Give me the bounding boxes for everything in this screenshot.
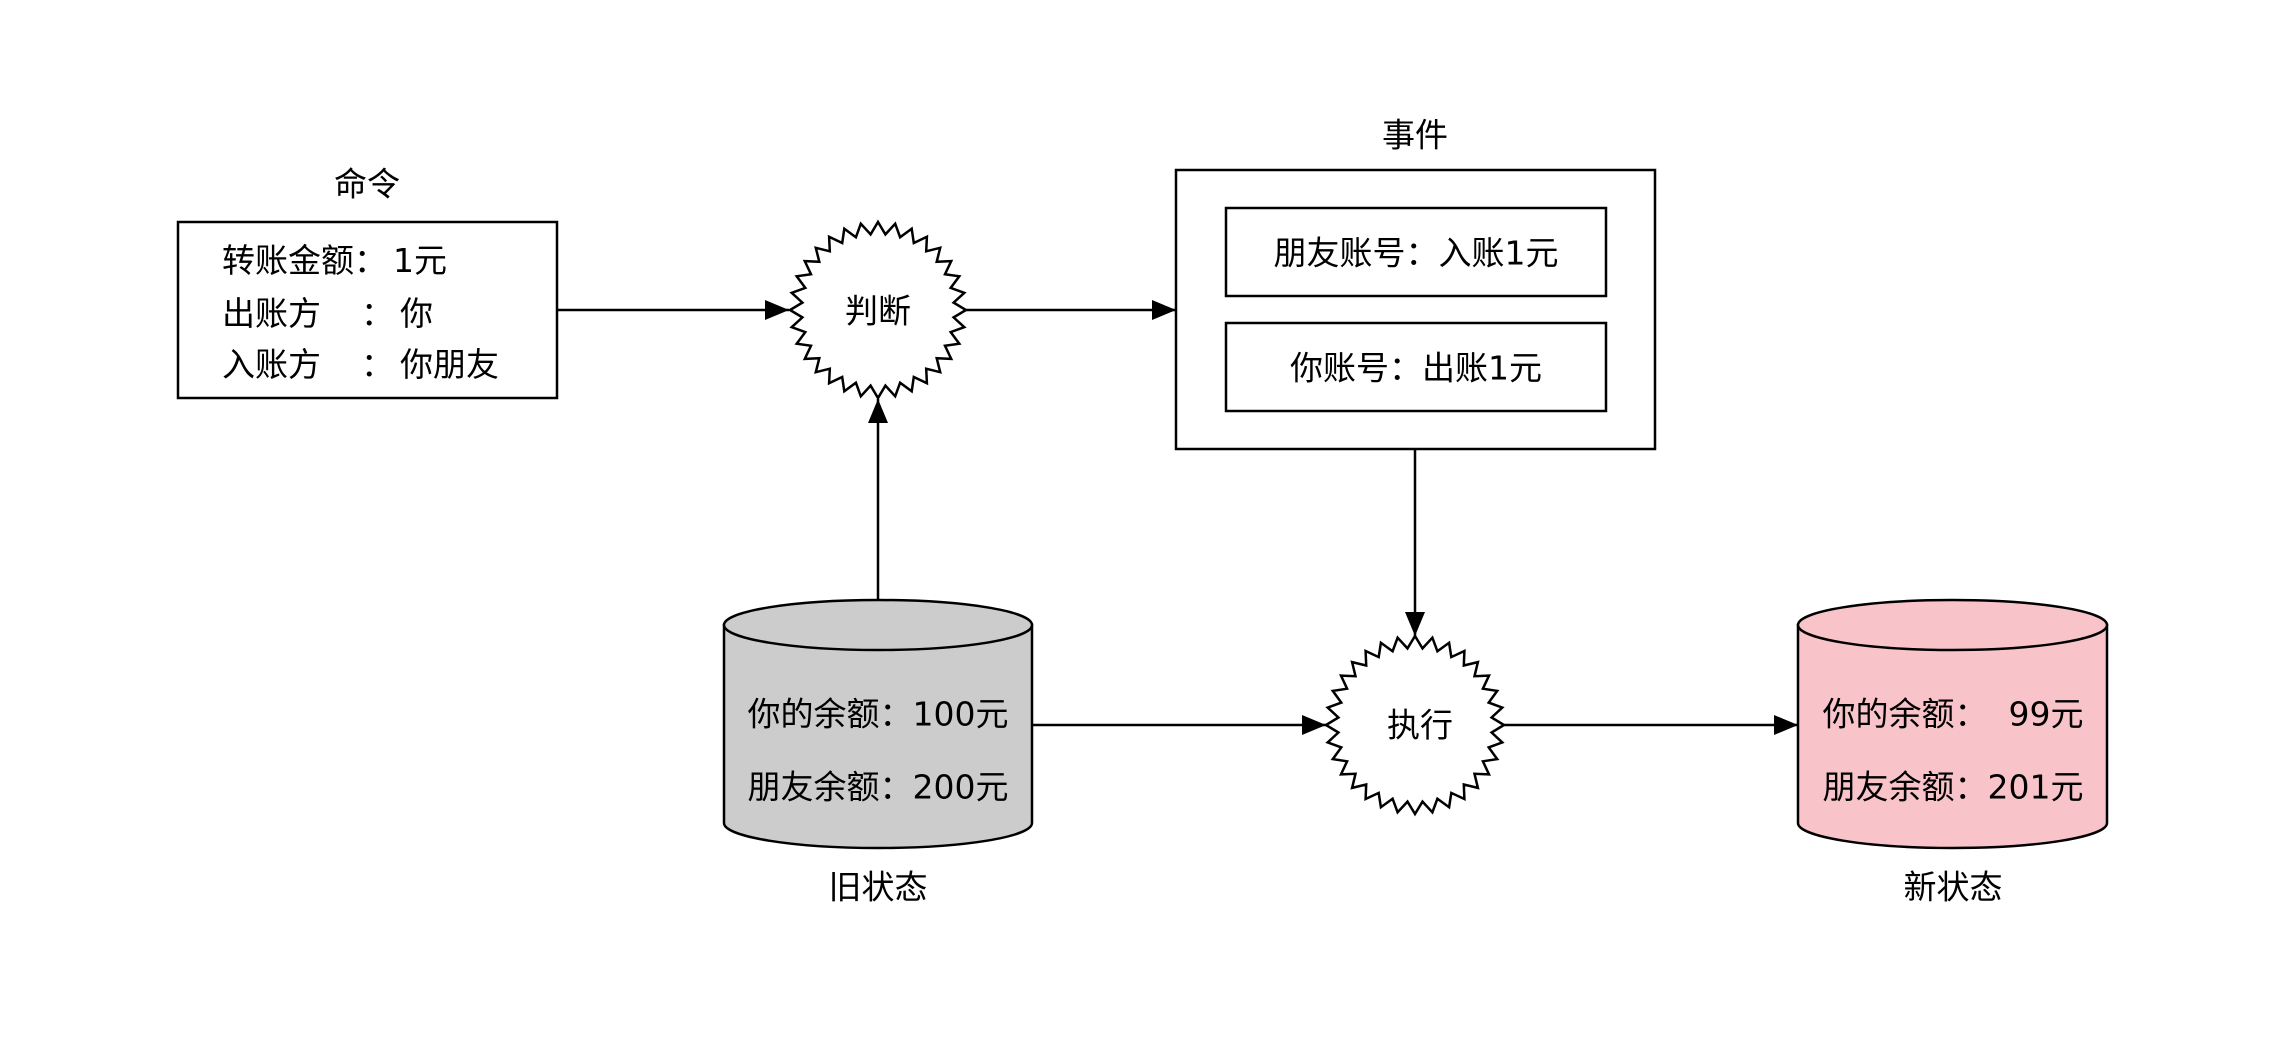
command-row-key: 出账方 — [222, 294, 321, 333]
new-state-title: 新状态 — [1903, 867, 2003, 907]
old-state-title: 旧状态 — [828, 867, 928, 907]
command-row-sep: ： — [354, 241, 387, 280]
judge-starburst[interactable] — [787, 219, 969, 401]
command-row-sep: ： — [361, 294, 394, 333]
event-item-1: 朋友账号：入账1元 — [1273, 233, 1559, 273]
event-item-box-1[interactable] — [1224, 206, 1608, 298]
command-row-value: 1元 — [393, 241, 447, 280]
event-title: 事件 — [1382, 115, 1448, 155]
command-row-key: 入账方 — [222, 345, 321, 384]
execute-label: 执行 — [1387, 705, 1453, 745]
old-state-line-1: 你的余额：100元 — [747, 694, 1009, 734]
command-row: 转账金额：1元 — [222, 244, 447, 277]
command-row: 出账方 ：你 — [222, 297, 433, 330]
event-item-box-2[interactable] — [1224, 321, 1608, 413]
judge-label: 判断 — [845, 291, 911, 331]
command-row-key: 转账金额 — [222, 241, 354, 280]
command-row-sep: ： — [361, 345, 394, 384]
execute-starburst[interactable] — [1323, 633, 1507, 817]
command-row: 入账方 ：你朋友 — [222, 348, 499, 381]
old-state-line-2: 朋友余额：200元 — [747, 767, 1009, 807]
new-state-cylinder[interactable] — [1796, 598, 2109, 850]
event-item-2: 你账号：出账1元 — [1290, 348, 1542, 388]
command-row-value: 你 — [400, 294, 433, 333]
new-state-line-1: 你的余额： 99元 — [1822, 694, 2084, 734]
old-state-cylinder[interactable] — [722, 598, 1034, 850]
command-title: 命令 — [334, 164, 400, 204]
new-state-line-2: 朋友余额：201元 — [1822, 767, 2084, 807]
command-row-value: 你朋友 — [400, 345, 499, 384]
command-box[interactable] — [176, 220, 559, 400]
